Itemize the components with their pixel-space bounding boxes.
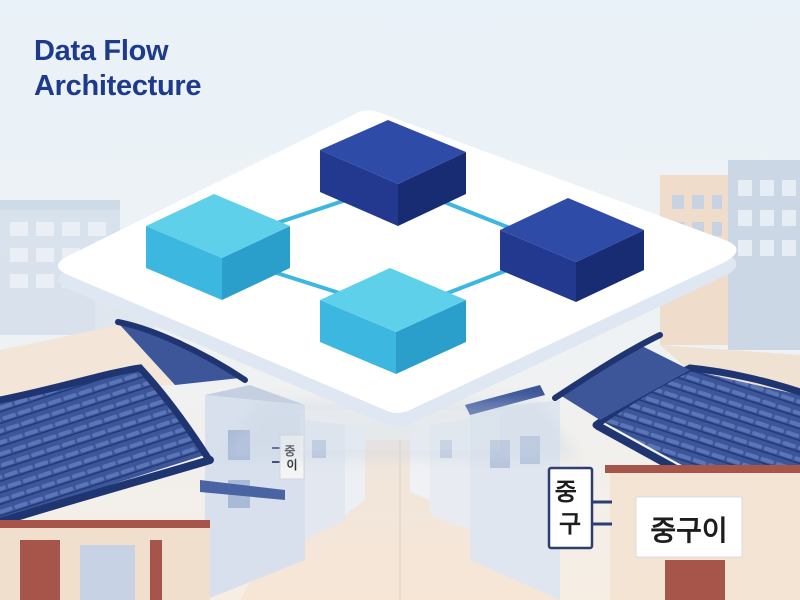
node-right-dark [500,198,644,302]
node-cubes [146,120,644,374]
node-top-dark-top-face [320,120,466,184]
node-right-dark-side-face [576,230,644,302]
node-left-light-top-face [146,194,290,258]
horizontal-sign-right: 중구이 [635,496,743,558]
platform-shadow [220,400,580,460]
node-top-dark-side-face [398,152,466,226]
sign-vertical-text: 중 구 [555,478,585,538]
title-line-2: Architecture [34,70,202,102]
node-left-light-front-face [146,226,222,300]
vertical-sign-right: 중 구 [547,466,612,550]
node-left-light [146,194,290,300]
node-bottom-light [320,268,466,374]
node-bottom-light-front-face [320,300,396,374]
title-line-1: Data Flow [34,35,169,67]
hanok-roof-left [0,319,248,600]
node-bottom-light-side-face [396,300,466,374]
node-bottom-light-top-face [320,268,466,332]
sign-horizontal-text: 중구이 [650,514,727,547]
page-title: Data Flow Architecture [34,34,202,104]
node-top-dark-front-face [320,150,398,226]
connector-top-right [432,196,522,234]
node-right-dark-front-face [500,230,576,302]
node-right-dark-top-face [500,198,644,262]
node-left-light-side-face [222,226,290,300]
node-top-dark [320,120,466,226]
